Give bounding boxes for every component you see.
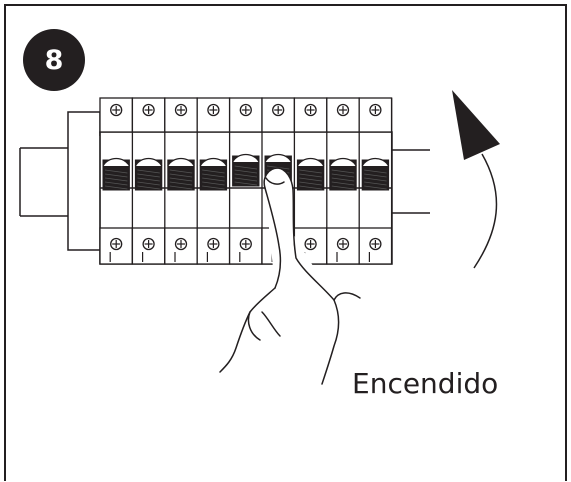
breaker-4[interactable] xyxy=(196,97,231,265)
step-number-badge: 8 xyxy=(23,29,85,91)
breaker-9[interactable] xyxy=(358,97,393,265)
bottom-screw-icon xyxy=(239,237,252,251)
breaker-5[interactable] xyxy=(228,97,263,265)
top-screw-icon xyxy=(207,103,220,117)
toggle-lever[interactable] xyxy=(134,157,163,191)
bottom-screw-icon xyxy=(174,237,188,251)
breaker-1[interactable] xyxy=(99,97,134,265)
bottom-screw-icon xyxy=(304,237,317,251)
caption-label: Encendido xyxy=(352,367,499,400)
breakers-group xyxy=(99,97,393,265)
bottom-screw-icon xyxy=(207,237,220,251)
step-number: 8 xyxy=(44,44,64,76)
breaker-8[interactable] xyxy=(326,97,360,265)
top-screw-icon xyxy=(142,103,155,117)
toggle-lever[interactable] xyxy=(232,153,260,187)
top-screw-icon xyxy=(272,103,285,117)
top-screw-icon xyxy=(304,103,317,117)
toggle-lever[interactable] xyxy=(102,157,130,191)
top-screw-icon xyxy=(110,103,123,117)
toggle-lever[interactable] xyxy=(167,157,195,191)
din-rail xyxy=(19,147,430,217)
curved-up-arrow-icon xyxy=(452,90,500,269)
top-screw-icon xyxy=(369,103,382,117)
toggle-lever[interactable] xyxy=(199,157,228,191)
toggle-lever[interactable] xyxy=(329,157,357,191)
toggle-lever[interactable] xyxy=(361,157,390,191)
toggle-lever[interactable] xyxy=(296,157,325,191)
top-screw-icon xyxy=(336,103,350,117)
breaker-7[interactable] xyxy=(293,97,328,265)
breaker-2[interactable] xyxy=(131,97,166,265)
top-screw-icon xyxy=(239,103,252,117)
breaker-3[interactable] xyxy=(164,97,198,265)
top-screw-icon xyxy=(174,103,188,117)
bottom-screw-icon xyxy=(142,237,155,251)
pointing-hand-icon xyxy=(219,167,361,386)
bottom-screw-icon xyxy=(110,237,123,251)
bottom-screw-icon xyxy=(336,237,350,251)
bottom-screw-icon xyxy=(369,237,382,251)
